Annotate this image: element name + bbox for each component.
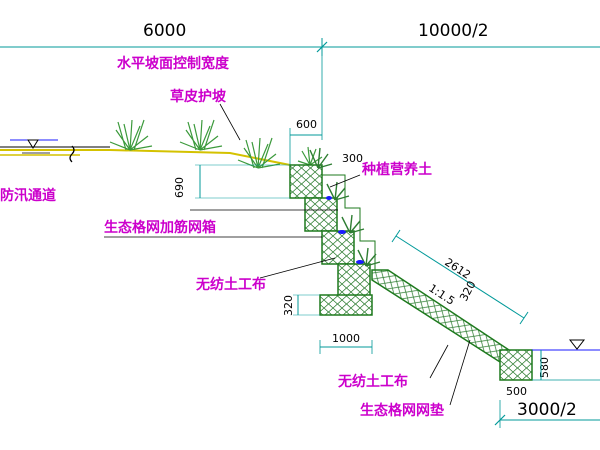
grass-tuft-1 bbox=[109, 119, 153, 151]
label-grass-protection: 草皮护坡 bbox=[170, 88, 227, 105]
gabion-block-1 bbox=[289, 164, 323, 199]
dim-top-cap: 600 bbox=[296, 118, 317, 131]
leader-grass bbox=[219, 103, 241, 141]
dim-toe-height: 580 bbox=[538, 357, 551, 378]
label-gabion-reinforced: 生态格网加筋网箱 bbox=[104, 219, 216, 236]
plant-3 bbox=[341, 214, 365, 234]
grass-tufts bbox=[109, 119, 323, 169]
dim-slope-length-line bbox=[391, 229, 529, 325]
soil-dots bbox=[326, 196, 364, 264]
label-planting-soil: 种植营养土 bbox=[361, 161, 432, 178]
dim-base-width-line bbox=[319, 340, 373, 354]
plant-4 bbox=[357, 247, 381, 267]
dim-step-height: 690 bbox=[173, 177, 186, 198]
top-dimension-line bbox=[0, 38, 600, 140]
gabion-block-4 bbox=[337, 263, 371, 298]
label-geotextile-upper: 无纺土工布 bbox=[195, 276, 266, 293]
label-flood-road: 防汛通道 bbox=[0, 187, 56, 204]
flood-road-ground bbox=[0, 145, 291, 166]
label-horizontal-width: 水平坡面控制宽度 bbox=[117, 55, 230, 72]
dim-total-left: 6000 bbox=[143, 21, 186, 41]
dim-toe-width: 500 bbox=[506, 385, 527, 398]
gabion-toe bbox=[499, 349, 533, 381]
dim-slope-length: 2612 bbox=[442, 256, 473, 282]
dim-bottom-right: 3000/2 bbox=[517, 400, 577, 420]
dim-top-cap-line bbox=[289, 128, 322, 165]
label-gabion-mattress: 生态格网网垫 bbox=[360, 402, 444, 419]
plant-1 bbox=[309, 147, 333, 169]
dim-total-right: 10000/2 bbox=[418, 21, 489, 41]
plant-2 bbox=[326, 181, 350, 201]
dim-mattress-thickness: 320 bbox=[457, 279, 478, 304]
gabion-block-3 bbox=[321, 230, 355, 265]
gabion-base bbox=[319, 294, 373, 316]
water-level-right bbox=[532, 339, 600, 381]
slope-mattress bbox=[371, 269, 514, 363]
gabion-steps bbox=[289, 164, 376, 316]
label-geotextile-lower: 无纺土工布 bbox=[337, 373, 408, 390]
dim-base-height-line bbox=[293, 294, 320, 316]
grass-tuft-2 bbox=[179, 119, 223, 151]
step-plants bbox=[309, 147, 381, 267]
bottom-dimension-line bbox=[494, 400, 600, 428]
grass-tuft-3 bbox=[237, 137, 281, 169]
water-level-left bbox=[10, 139, 58, 154]
dim-base-width: 1000 bbox=[332, 332, 360, 345]
dim-step-height-line bbox=[195, 164, 290, 199]
dim-base-height: 320 bbox=[282, 295, 295, 316]
gabion-block-2 bbox=[304, 197, 338, 232]
dim-step-setback: 300 bbox=[342, 152, 363, 165]
